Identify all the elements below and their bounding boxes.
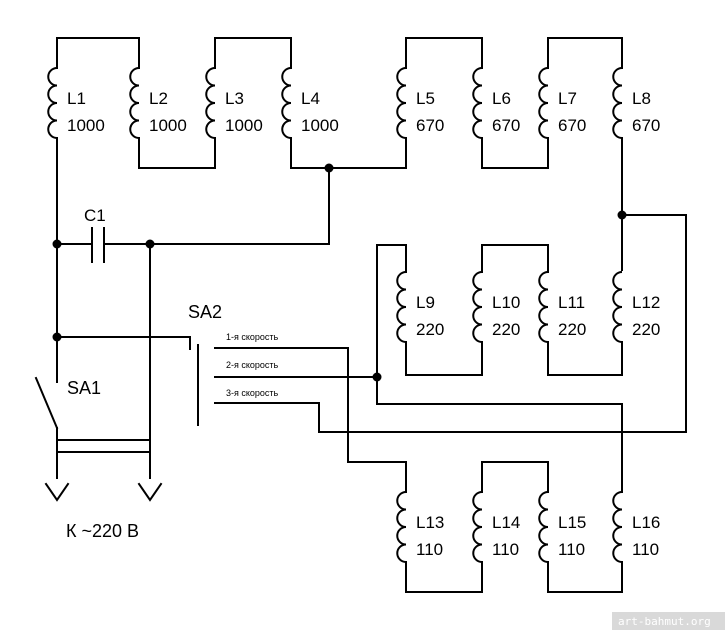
coil-turns: 220 (416, 320, 444, 339)
switch-sa2-label: SA2 (188, 302, 222, 322)
wires (34, 37, 687, 593)
coil-name: L14 (492, 513, 520, 532)
junction-dot (52, 332, 62, 342)
speed-1-label: 1-я скорость (226, 332, 279, 342)
inductor-symbol (472, 271, 483, 343)
inductor-symbol (472, 491, 483, 563)
coil-name: L2 (149, 89, 168, 108)
inductor-symbol (396, 67, 407, 139)
inductor-symbol (612, 271, 623, 343)
coil-turns: 670 (558, 116, 586, 135)
junction-dot (372, 372, 382, 382)
inductor-symbol (205, 67, 216, 139)
coil-turns: 110 (416, 540, 443, 559)
coil-name: L16 (632, 513, 660, 532)
coil-turns: 670 (416, 116, 444, 135)
coil-turns: 1000 (301, 116, 339, 135)
speed-2-label: 2-я скорость (226, 360, 279, 370)
watermark-text: art-bahmut.org (618, 615, 711, 628)
coil-name: L1 (67, 89, 86, 108)
coil-name: L12 (632, 293, 660, 312)
coil-turns: 110 (632, 540, 659, 559)
junction-dot (324, 163, 334, 173)
junction-dot (52, 239, 62, 249)
junction-dot (145, 239, 155, 249)
coil-name: L5 (416, 89, 435, 108)
capacitor-c1: C1 (84, 206, 106, 263)
inductor-symbol (472, 67, 483, 139)
coil-name: L15 (558, 513, 586, 532)
coil-name: L10 (492, 293, 520, 312)
coil-turns: 110 (492, 540, 519, 559)
supply-label: К ~220 В (66, 521, 139, 541)
capacitor-label: C1 (84, 206, 106, 225)
junctions (52, 163, 627, 382)
coil-turns: 670 (632, 116, 660, 135)
inductor-symbol (396, 271, 407, 343)
inductor-symbol (47, 67, 58, 139)
coil-turns: 110 (558, 540, 585, 559)
coil-l1: L1 1000 (47, 67, 105, 139)
coil-name: L11 (558, 293, 585, 312)
coil-turns: 1000 (67, 116, 105, 135)
coil-name: L8 (632, 89, 651, 108)
inductor-symbol (612, 491, 623, 563)
coil-name: L6 (492, 89, 511, 108)
coil-turns: 220 (558, 320, 586, 339)
coil-name: L4 (301, 89, 320, 108)
coils-group: L11000L21000L31000L41000L5670L6670L7670L… (47, 67, 660, 563)
coil-turns: 220 (492, 320, 520, 339)
watermark: art-bahmut.org (612, 612, 725, 630)
inductor-symbol (538, 271, 549, 343)
switch-sa1-label: SA1 (67, 378, 101, 398)
coil-l2: L2 1000 (129, 67, 187, 139)
coil-turns: 670 (492, 116, 520, 135)
inductor-symbol (538, 491, 549, 563)
inductor-symbol (129, 67, 140, 139)
coil-name: L7 (558, 89, 577, 108)
coil-l3: L3 1000 (205, 67, 263, 139)
coil-l4: L4 1000 (281, 67, 339, 139)
coil-turns: 1000 (149, 116, 187, 135)
inductor-symbol (281, 67, 292, 139)
supply-arrows: К ~220 В (44, 482, 163, 541)
junction-dot (617, 210, 627, 220)
coil-turns: 1000 (225, 116, 263, 135)
coil-turns: 220 (632, 320, 660, 339)
speed-3-label: 3-я скорость (226, 388, 279, 398)
coil-name: L3 (225, 89, 244, 108)
coil-name: L9 (416, 293, 435, 312)
inductor-symbol (396, 491, 407, 563)
coil-name: L13 (416, 513, 444, 532)
inductor-symbol (612, 67, 623, 139)
inductor-symbol (538, 67, 549, 139)
